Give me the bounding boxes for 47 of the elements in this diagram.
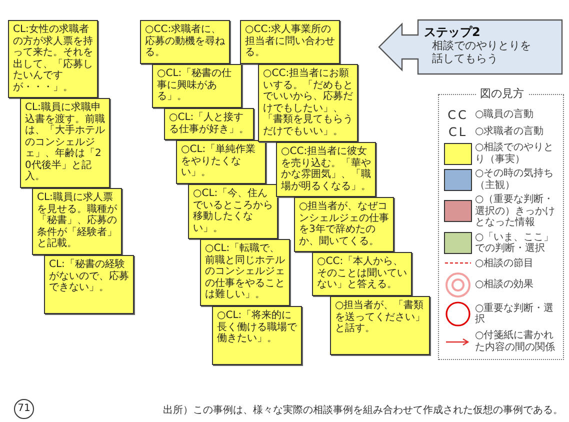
legend-text: ○（重要な判断・選択の）きっかけとなった情報 xyxy=(475,194,556,228)
note-text: CL:「秘書の経験がないので、応募できない」。 xyxy=(49,259,130,294)
sticky-note xyxy=(330,296,430,355)
legend-text: ○職員の言動 xyxy=(475,109,535,121)
sticky-note xyxy=(164,108,254,140)
sticky-note xyxy=(44,255,134,314)
legend-text: ○相談の節目 xyxy=(475,258,535,269)
note-text: ○担当者が、なぜコンシェルジェの仕事を3年で辞めたのか、聞いてくる。 xyxy=(299,201,390,247)
sticky-note xyxy=(200,239,290,306)
note-text: CL:職員に求人票を見せる。職種が「秘書」、応募の条件が「経験者」と記載。 xyxy=(37,192,118,250)
note-text: ○CL:「転職で、前職と同じホテルのコンシェルジェの仕事をやることは難しい」。 xyxy=(205,243,286,300)
step-callout xyxy=(378,18,564,76)
legend-symbol: CC xyxy=(448,108,468,122)
legend-text: ○付箋紙に書かれた内容の間の関係 xyxy=(475,330,556,353)
note-text: ○CC:担当者に彼女を売り込む。「華やかな雰囲気」、「職場が明るくなる」。 xyxy=(281,146,372,192)
note-text: ○CL:「将来的に長く働ける職場で働きたい」。 xyxy=(217,310,298,344)
note-text: ○CL:「人と接する仕事が好き」。 xyxy=(169,112,250,135)
legend-text: ○相談でのやりとり（事実） xyxy=(475,142,555,165)
sticky-note xyxy=(240,20,340,64)
legend-text: ○求職者の言動 xyxy=(475,126,545,138)
note-text: CL:女性の求職者の方が求人票を持って来た。それを出して、「応募したいんですが・・・」。 xyxy=(13,24,94,93)
sticky-note xyxy=(20,98,110,188)
legend-title: 図の見方 xyxy=(476,86,528,101)
sticky-note xyxy=(176,140,266,184)
step-text: 相談でのやりとりを話してもらう xyxy=(432,39,532,66)
sticky-note xyxy=(32,188,122,255)
sticky-note xyxy=(152,64,242,108)
legend-symbol: CL xyxy=(448,125,468,139)
page-number: 71 xyxy=(14,399,34,419)
legend-text: ○その時の気持ち（主観） xyxy=(475,168,555,191)
note-text: ○CL:「秘書の仕事に興味がある」。 xyxy=(157,68,233,102)
legend-text: ○「いま、ここ」での判断・選択 xyxy=(475,232,555,254)
note-text: ○CC:「本人から、そのことは聞いていない」と答える。 xyxy=(317,256,408,290)
note-text: ○CC:求人事業所の担当者に問い合わせる。 xyxy=(245,24,336,58)
note-text: CL:職員に求職申込書を渡す。前職は、「大手ホテルのコンシェルジェ」、年齢は「20代後半」と記入。 xyxy=(25,102,106,182)
note-text: ○CL:「今、住んでいるところから移動したくない」。 xyxy=(193,188,274,234)
sticky-note xyxy=(140,20,230,64)
note-text: ○担当者が、「書類を送ってください」と話す。 xyxy=(335,300,426,334)
note-text: ○CC:求職者に、応募の動機を尋ねる。 xyxy=(145,24,226,58)
legend-text: ○相談の効果 xyxy=(475,279,535,291)
note-text: ○CC:担当者にお願いする。「だめもとでいいから、応募だけでもしたい」、「書類を見てもらうだけでもいい」。 xyxy=(263,68,354,137)
step-heading: ステップ2 xyxy=(424,24,480,40)
note-text: ○CL:「単純作業をやりたくない」。 xyxy=(181,144,257,178)
sticky-note xyxy=(312,252,412,296)
legend-text: ○重要な判断・選択 xyxy=(475,302,555,326)
source-note: 出所）この事例は、様々な実際の相談事例を組み合わせて作成された仮想の事例である。 xyxy=(163,404,563,417)
sticky-note xyxy=(212,306,302,365)
